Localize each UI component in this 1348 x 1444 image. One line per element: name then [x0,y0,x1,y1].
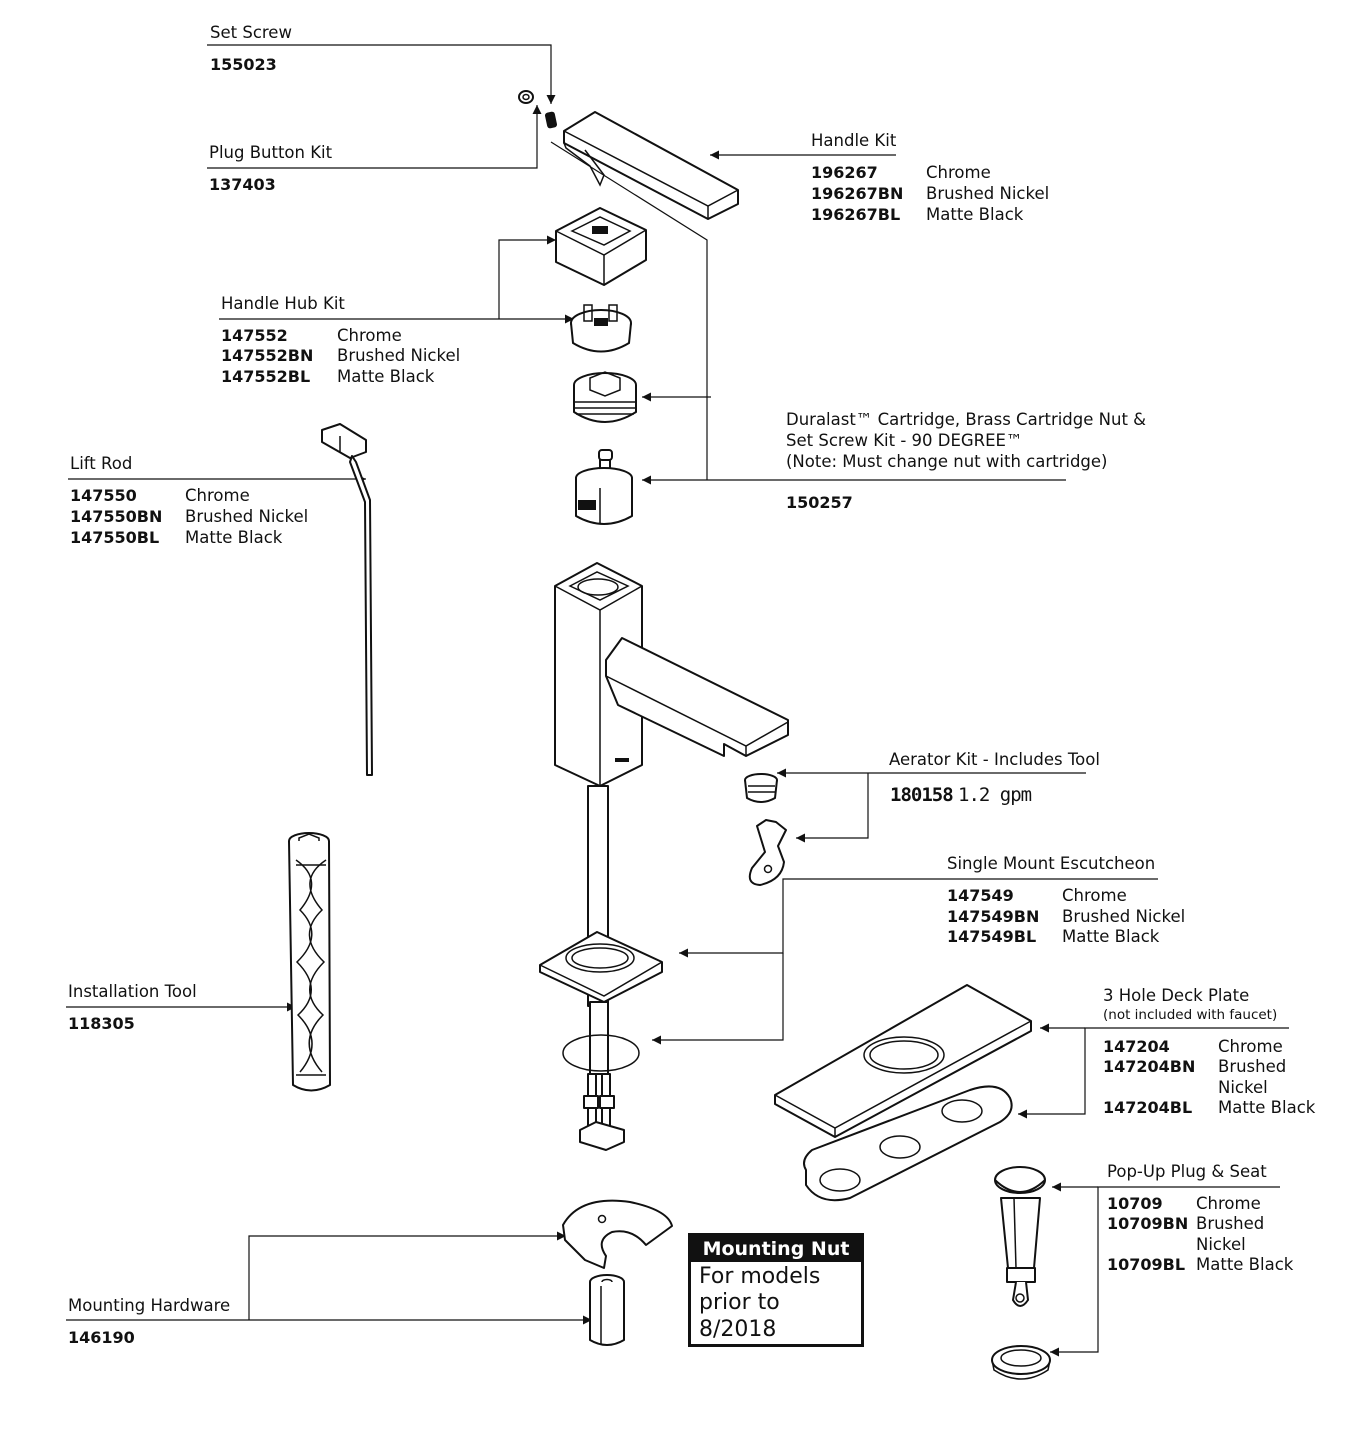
popup-part-number: 10709 [1107,1194,1163,1213]
handle-kit-part-number: 196267BL [811,205,901,224]
lift-rod-part-number: 147550BN [70,507,163,526]
deck-plate-part [774,984,1032,1138]
mounting-nut-box: Mounting Nut For models prior to 8/2018 [688,1233,864,1347]
deck-plate-finish: Matte Black [1218,1098,1316,1117]
handle-hub-adapter-part [570,304,632,353]
escutcheon-finish: Matte Black [1062,927,1160,946]
aerator-part-number: 180158 [890,784,954,806]
aerator-label: Aerator Kit - Includes Tool [889,750,1100,769]
mounting-hardware-part-number: 146190 [68,1328,135,1347]
faucet-body-part [539,562,789,1151]
lift-rod-label: Lift Rod [70,454,133,473]
lift-rod-finish: Matte Black [185,528,283,547]
handle-kit-part-number: 196267BN [811,184,904,203]
handle-kit-part-number: 196267 [811,163,878,182]
lift-rod-part-number: 147550 [70,486,137,505]
cartridge-nut-part [573,371,637,423]
cartridge-note: (Note: Must change nut with cartridge) [786,452,1108,471]
deck-plate-finish-cont: Nickel [1218,1078,1268,1097]
mounting-nut-box-line: 8/2018 [699,1317,777,1342]
plug-button-part [518,90,534,104]
deck-plate-part-number: 147204BL [1103,1098,1193,1117]
popup-label: Pop-Up Plug & Seat [1107,1162,1267,1181]
aerator-flow-rate: 1.2 gpm [958,784,1032,806]
lift-rod-part-number: 147550BL [70,528,160,547]
handle-hub-part-number: 147552 [221,326,288,345]
escutcheon-part-number: 147549 [947,886,1014,905]
mounting-bracket-part [562,1199,673,1269]
handle-hub-finish: Matte Black [337,367,435,386]
handle-kit-finish: Matte Black [926,205,1024,224]
popup-part-number: 10709BL [1107,1255,1186,1274]
deck-plate-part-number: 147204 [1103,1037,1170,1056]
escutcheon-part-number: 147549BL [947,927,1037,946]
handle-lever-part [563,111,739,220]
popup-finish: Chrome [1196,1194,1261,1213]
escutcheon-finish: Brushed Nickel [1062,907,1186,926]
handle-hub-label: Handle Hub Kit [221,294,345,313]
deck-plate-gasket-part [803,1085,1013,1202]
popup-part-number: 10709BN [1107,1214,1189,1233]
lift-rod-finish: Brushed Nickel [185,507,309,526]
deck-plate-finish: Brushed [1218,1057,1287,1076]
escutcheon-label: Single Mount Escutcheon [947,854,1156,873]
popup-finish: Matte Black [1196,1255,1294,1274]
deck-plate-part-number: 147204BN [1103,1057,1196,1076]
cartridge-part [575,449,633,525]
deck-plate-note: (not included with faucet) [1103,1007,1278,1023]
mounting-nut-box-line: For models [699,1264,821,1289]
deck-plate-finish: Chrome [1218,1037,1283,1056]
cartridge-label-line2: Set Screw Kit - 90 DEGREE™ [786,431,1023,450]
installation-tool-part [288,832,331,1092]
handle-hub-finish: Brushed Nickel [337,346,461,365]
handle-kit-label: Handle Kit [811,131,897,150]
handle-kit-finish: Brushed Nickel [926,184,1050,203]
plug-button-part-number: 137403 [209,175,276,194]
lift-rod-finish: Chrome [185,486,250,505]
handle-hub-part-number: 147552BN [221,346,314,365]
mounting-nut-box-line: prior to [699,1290,780,1315]
mounting-nut-part [589,1274,625,1346]
handle-hub-part-number: 147552BL [221,367,311,386]
installation-tool-part-number: 118305 [68,1014,135,1033]
set-screw-part-number: 155023 [210,55,277,74]
installation-tool-label: Installation Tool [68,982,197,1001]
mounting-hardware-label: Mounting Hardware [68,1296,231,1315]
set-screw-part [545,111,557,129]
mounting-nut-box-title: Mounting Nut [691,1236,861,1262]
popup-finish-cont: Nickel [1196,1235,1246,1254]
set-screw-label: Set Screw [210,23,292,42]
handle-hub-finish: Chrome [337,326,402,345]
cartridge-label-line1: Duralast™ Cartridge, Brass Cartridge Nut… [786,410,1147,429]
handle-kit-finish: Chrome [926,163,991,182]
lift-rod-part [321,423,373,776]
escutcheon-finish: Chrome [1062,886,1127,905]
escutcheon-part-number: 147549BN [947,907,1040,926]
deck-plate-label: 3 Hole Deck Plate [1103,986,1250,1005]
handle-hub-block-part [555,207,647,286]
aerator-tool-part [748,819,787,886]
popup-seat-part [991,1345,1051,1380]
popup-finish: Brushed [1196,1214,1265,1233]
plug-button-label: Plug Button Kit [209,143,333,162]
aerator-part [744,773,778,803]
cartridge-part-number: 150257 [786,493,853,512]
popup-plug-part [994,1166,1046,1307]
